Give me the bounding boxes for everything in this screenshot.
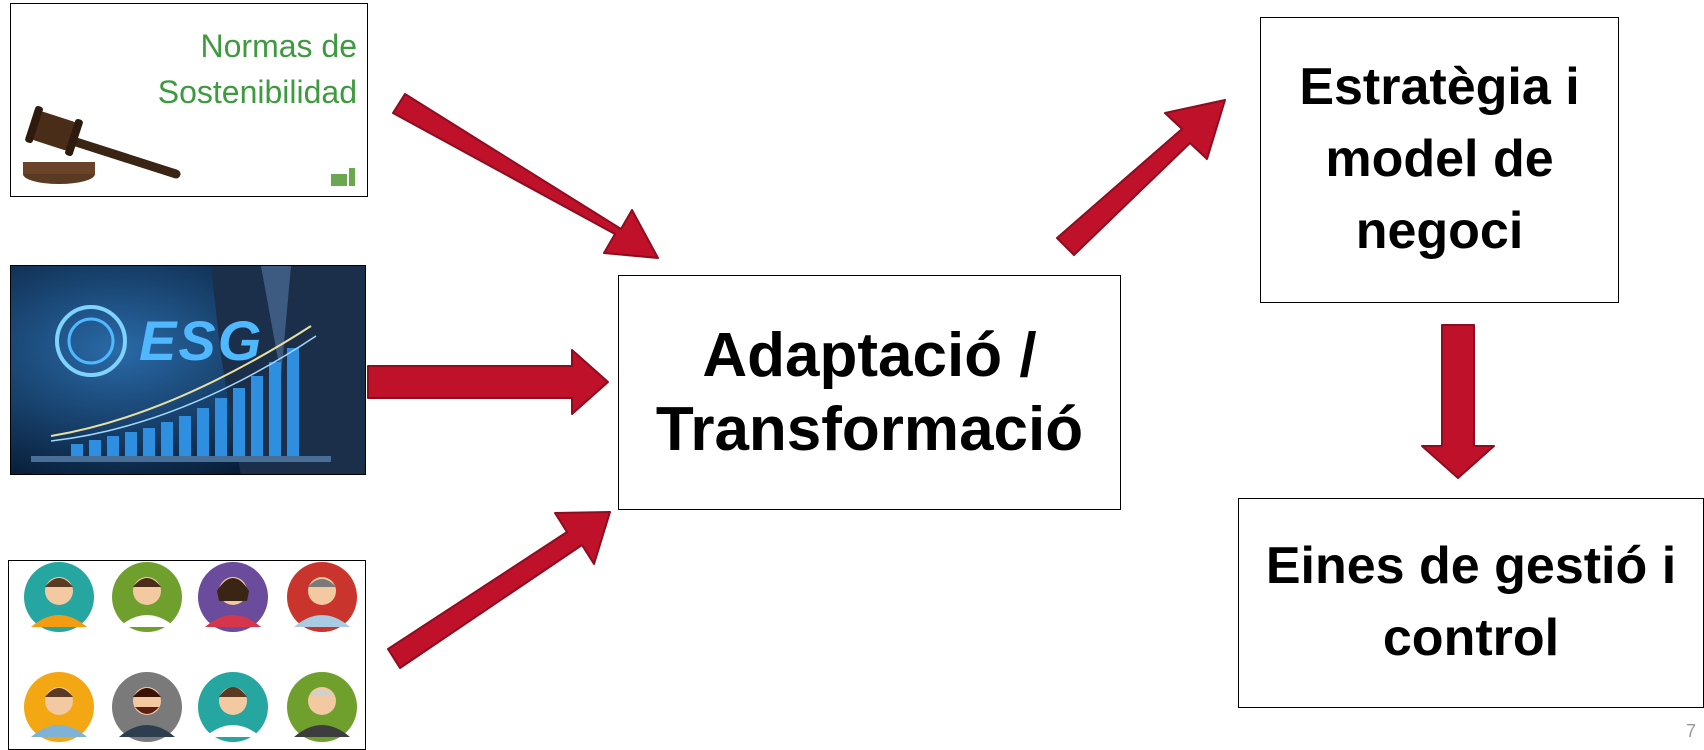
sustainability-title-line1: Normas de [200, 28, 358, 64]
adaptation-line1: Adaptació / [702, 321, 1037, 391]
avatar-grid [24, 562, 357, 742]
adaptation-line2: Transformació [655, 394, 1084, 464]
strategy-line3: negoci [1355, 201, 1524, 260]
sustainability-title-line2: Sostenibilidad [157, 74, 357, 110]
esg-label: ESG [139, 309, 264, 372]
esg-image: ESG [10, 265, 366, 475]
arrow-normas-to-adaptation [392, 93, 659, 259]
esg-graphic [11, 266, 365, 474]
strategy-line2: model de [1325, 130, 1554, 189]
page-number: 7 [1685, 721, 1696, 741]
arrow-adaptation-to-strategy [1056, 99, 1226, 256]
arrow-stakeholders-to-adaptation [387, 511, 611, 669]
avatar [198, 672, 268, 742]
avatar [24, 672, 94, 742]
management-tools-box: Eines de gestió i control [1238, 498, 1704, 708]
strategy-business-model-box: Estratègia i model de negoci [1260, 17, 1619, 303]
gavel-illustration [11, 4, 367, 196]
avatar [198, 562, 268, 632]
avatar [112, 562, 182, 632]
adaptation-transformation-box: Adaptació / Transformació [618, 275, 1121, 510]
arrow-esg-to-adaptation [367, 349, 609, 415]
sustainability-standards-image: Normas de Sostenibilidad [10, 3, 368, 197]
strategy-line1: Estratègia i [1299, 58, 1580, 117]
tools-line1: Eines de gestió i [1265, 537, 1677, 596]
avatar [287, 672, 357, 742]
avatar [287, 562, 357, 632]
arrow-strategy-to-tools [1421, 324, 1495, 479]
avatar [112, 672, 182, 742]
avatar [24, 562, 94, 632]
tools-line2: control [1382, 609, 1560, 667]
people-avatars-image [8, 560, 366, 750]
